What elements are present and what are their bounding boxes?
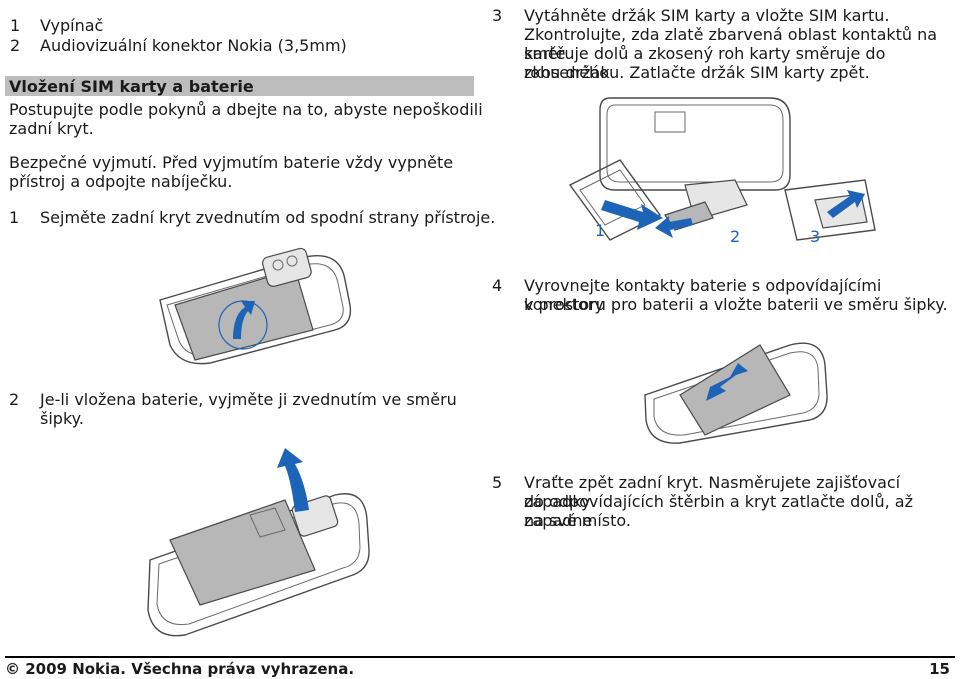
footer-copyright: © 2009 Nokia. Všechna práva vyhrazena. bbox=[5, 660, 355, 678]
step-text: na své místo. bbox=[524, 511, 631, 530]
section-title: Vložení SIM karty a baterie bbox=[9, 77, 254, 96]
list-number: 2 bbox=[10, 36, 21, 55]
paragraph-line: přístroj a odpojte nabíječku. bbox=[9, 172, 233, 191]
step-text: do odpovídajících štěrbin a kryt zatlačt… bbox=[524, 492, 914, 530]
step-number: 3 bbox=[492, 6, 503, 25]
step-text: Vyrovnejte kontakty baterie s odpovídají… bbox=[524, 276, 882, 314]
step-text: Vytáhněte držák SIM karty a vložte SIM k… bbox=[524, 6, 890, 25]
step-text: Zkontrolujte, zda zlatě zbarvená oblast … bbox=[524, 25, 938, 63]
page-number: 15 bbox=[929, 660, 950, 678]
step-text: rohu držáku. Zatlačte držák SIM karty zp… bbox=[524, 63, 870, 82]
illustration-insert-sim: 1 2 3 bbox=[568, 97, 876, 246]
footer-rule bbox=[5, 656, 955, 658]
step-number: 5 bbox=[492, 473, 503, 492]
sim-step-label: 2 bbox=[730, 227, 740, 246]
sim-step-label: 1 bbox=[595, 221, 605, 240]
step-text: Sejměte zadní kryt zvednutím od spodní s… bbox=[40, 208, 496, 227]
paragraph-line: Postupujte podle pokynů a dbejte na to, … bbox=[9, 100, 483, 119]
paragraph-line: zadní kryt. bbox=[9, 119, 94, 138]
step-text: Vraťte zpět zadní kryt. Nasměrujete zaji… bbox=[524, 473, 901, 511]
list-item-text: Vypínač bbox=[40, 16, 104, 35]
illustration-remove-cover bbox=[159, 247, 352, 365]
section-heading-bar: Vložení SIM karty a baterie bbox=[5, 76, 474, 96]
list-item-text: Audiovizuální konektor Nokia (3,5mm) bbox=[40, 36, 347, 55]
step-text: směruje dolů a zkosený roh karty směruje… bbox=[524, 44, 886, 82]
step-text: v prostoru pro baterii a vložte baterii … bbox=[524, 295, 948, 314]
step-text: Je-li vložena baterie, vyjměte ji zvednu… bbox=[40, 390, 457, 409]
list-number: 1 bbox=[10, 16, 21, 35]
step-text: šipky. bbox=[40, 409, 84, 428]
illustration-insert-battery bbox=[644, 342, 828, 444]
sim-step-label: 3 bbox=[810, 227, 820, 246]
step-number: 4 bbox=[492, 276, 503, 295]
illustration-remove-battery bbox=[147, 448, 370, 637]
step-number: 2 bbox=[9, 390, 20, 409]
step-number: 1 bbox=[9, 208, 20, 227]
paragraph-line: Bezpečné vyjmutí. Před vyjmutím baterie … bbox=[9, 153, 454, 172]
